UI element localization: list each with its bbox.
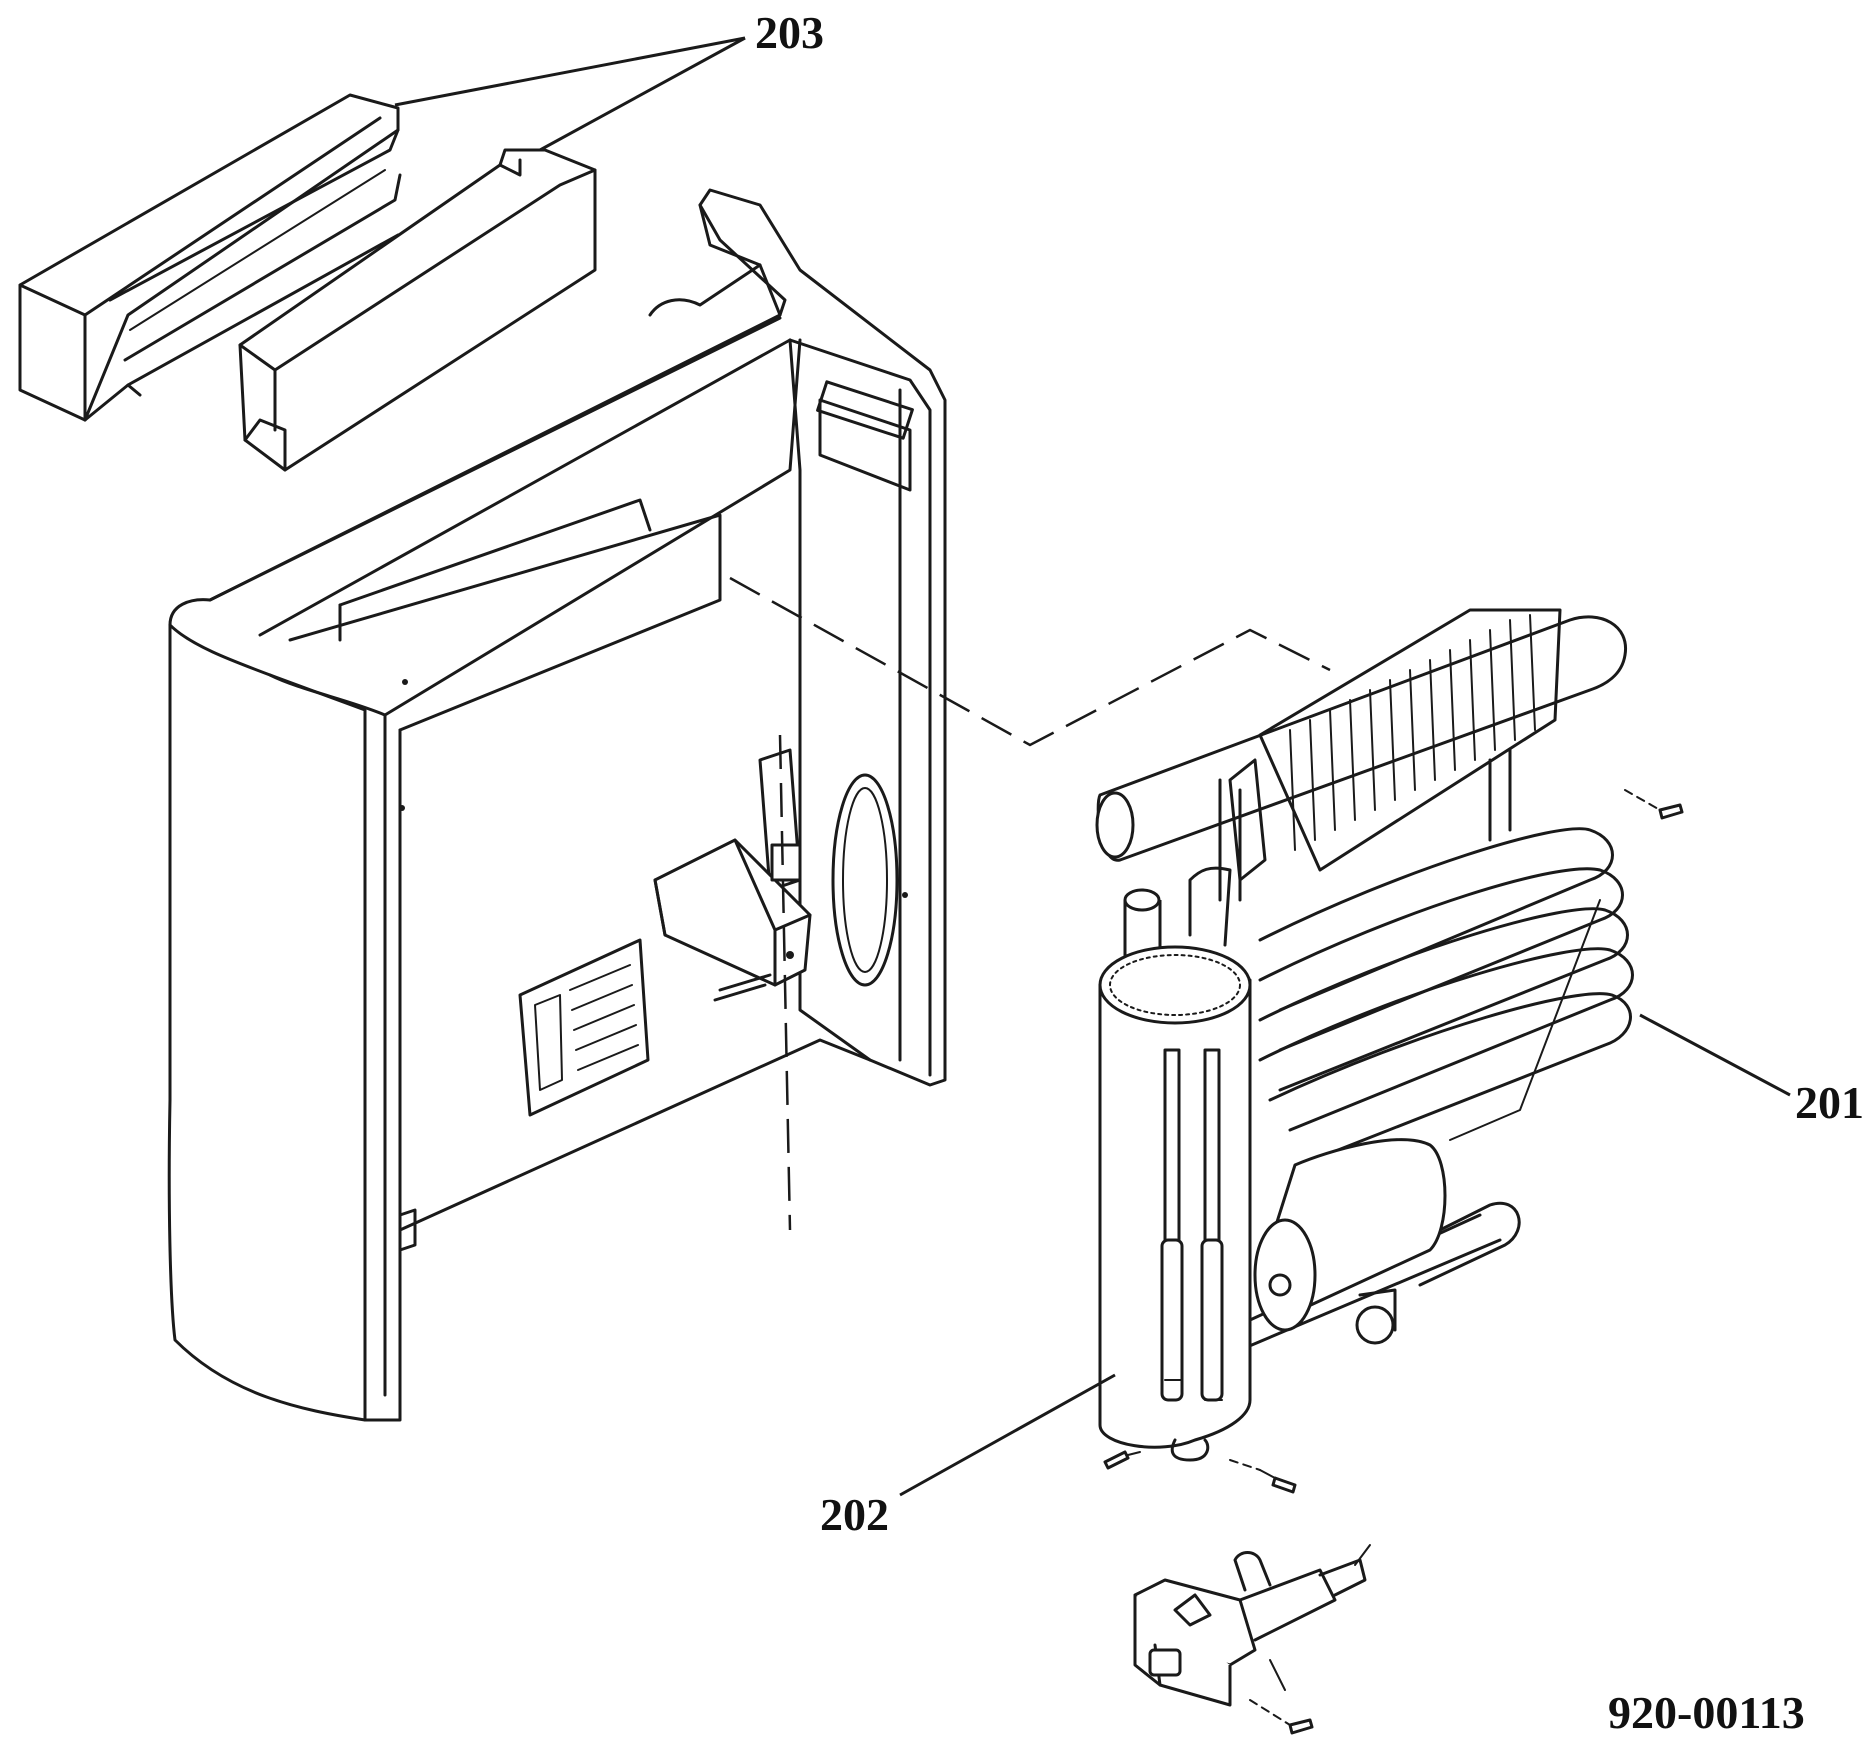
refrigerator-back-housing	[167, 188, 947, 1422]
mounting-screws	[1103, 789, 1684, 1735]
leader-201	[1639, 1013, 1791, 1097]
burner-assembly	[1133, 1544, 1371, 1707]
document-number: 920-00113	[1608, 1687, 1805, 1738]
trim-strip-right	[238, 148, 597, 472]
callout-201: 201	[1795, 1077, 1864, 1128]
assembly-line-dashed	[729, 576, 1331, 1231]
trim-strip-left	[18, 93, 402, 422]
flue-hood	[653, 838, 812, 1002]
leader-203	[394, 36, 746, 152]
part-201-cooling-unit	[1095, 608, 1634, 1462]
part-203-trim-strips	[18, 93, 597, 472]
rating-label-plate	[518, 938, 650, 1117]
absorber-tank	[1253, 1138, 1447, 1345]
generator-boiler	[1098, 945, 1252, 1462]
callout-203: 203	[755, 7, 824, 58]
leader-202	[899, 1373, 1116, 1497]
callout-202: 202	[820, 1489, 889, 1540]
condenser-fins	[1228, 608, 1562, 882]
coiled-tubes	[1258, 827, 1634, 1167]
